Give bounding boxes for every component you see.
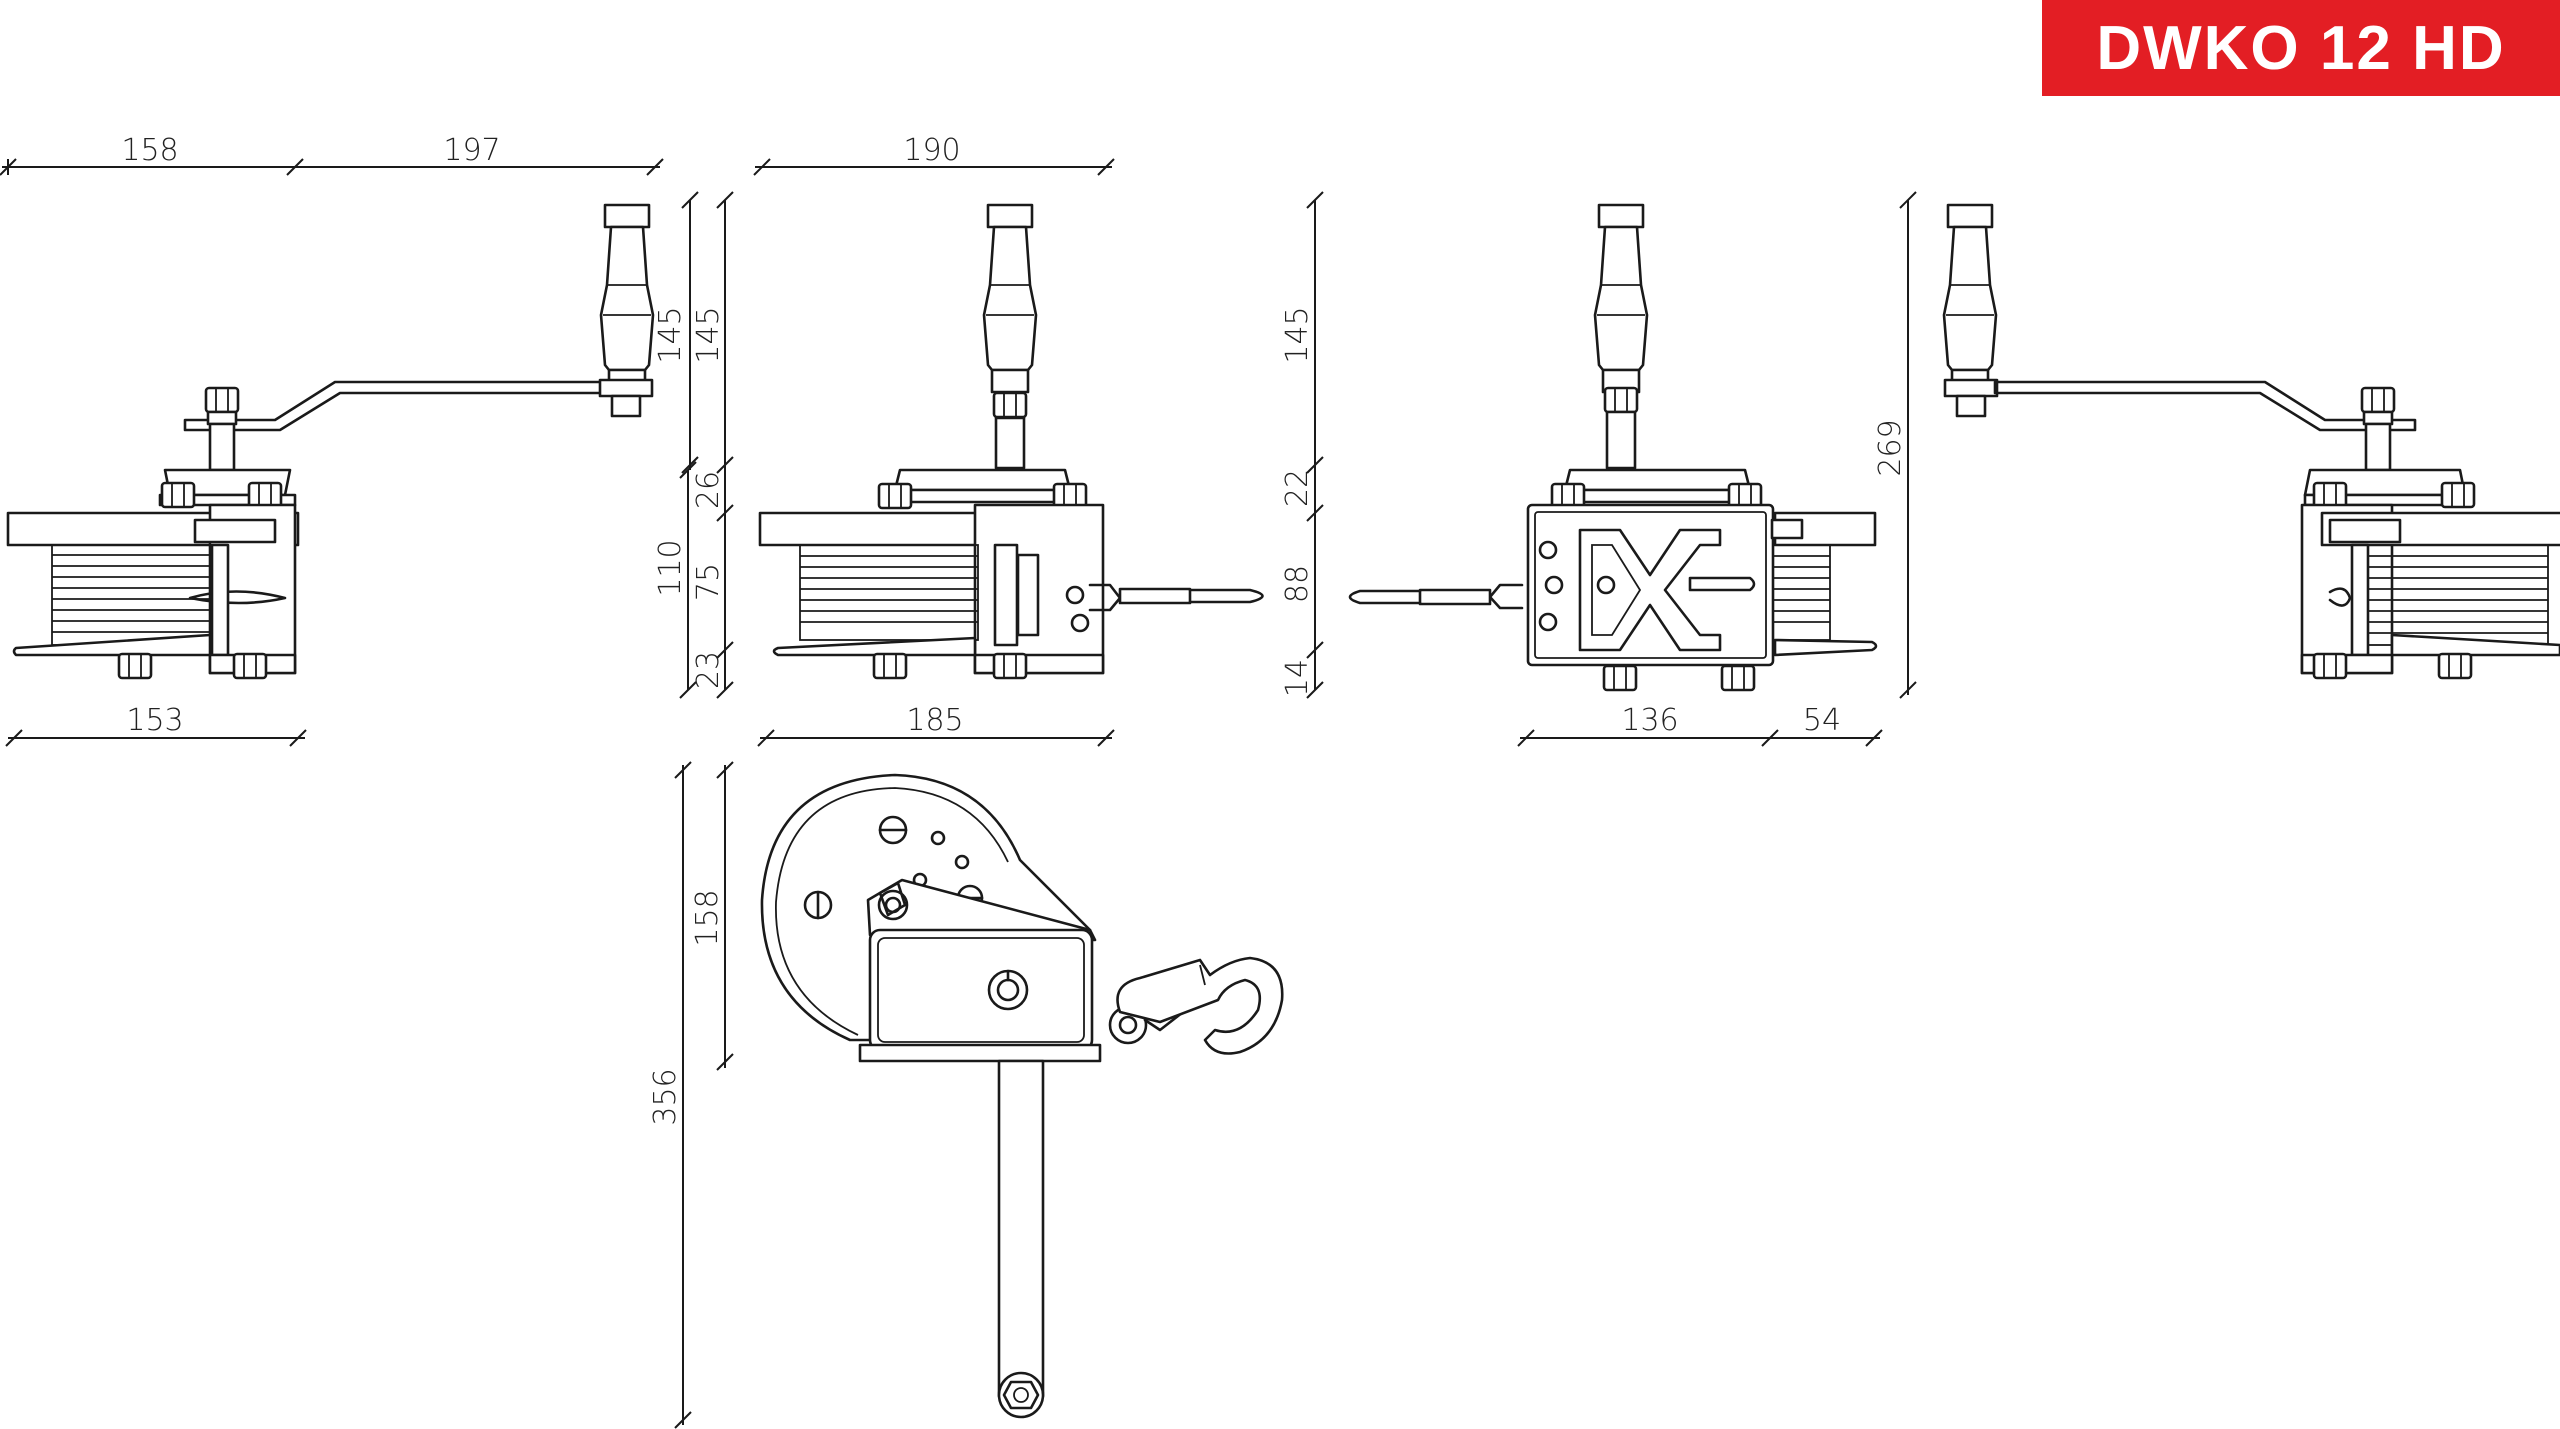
dim-right: 269 (1873, 191, 1917, 699)
dim-145-a: 145 (653, 306, 688, 363)
dim-145-mid: 145 (1280, 306, 1315, 363)
view-right-side (1942, 203, 2560, 680)
dim-190: 190 (903, 133, 960, 168)
model-badge: DWKO 12 HD (2042, 0, 2560, 96)
dim-158-side: 158 (690, 889, 725, 946)
dim-26: 26 (691, 471, 726, 509)
dim-23: 23 (691, 651, 726, 689)
hook (1108, 956, 1284, 1055)
dim-22: 22 (1280, 469, 1315, 507)
dim-185: 185 (906, 703, 963, 738)
dim-145-b: 145 (691, 306, 726, 363)
dim-269: 269 (1873, 419, 1908, 476)
cable-drum-right (2367, 544, 2549, 646)
dim-14: 14 (1280, 659, 1315, 697)
view-back: 136 54 (1348, 203, 1883, 747)
dim-stack-middle: 145 22 88 14 (1280, 191, 1324, 699)
view-bottom-side: 158 356 (648, 761, 1284, 1429)
cable-drum (51, 544, 213, 646)
dim-136: 136 (1621, 703, 1678, 738)
model-title: DWKO 12 HD (2096, 13, 2506, 83)
dim-75: 75 (691, 563, 726, 601)
view-left-side: 158 197 153 (0, 133, 664, 747)
dim-356: 356 (648, 1068, 683, 1125)
view-front: 190 185 (753, 133, 1264, 747)
dim-158: 158 (121, 133, 178, 168)
dim-stack-left: 145 110 145 26 75 23 (653, 191, 734, 699)
dim-54: 54 (1803, 703, 1841, 738)
cable-drum-back (1769, 544, 1831, 641)
brand-logo-mark (1578, 528, 1756, 652)
dim-197: 197 (443, 133, 500, 168)
dim-88: 88 (1280, 565, 1315, 603)
cable-drum-front (799, 544, 979, 641)
dim-153: 153 (126, 703, 183, 738)
dim-110: 110 (653, 539, 688, 596)
